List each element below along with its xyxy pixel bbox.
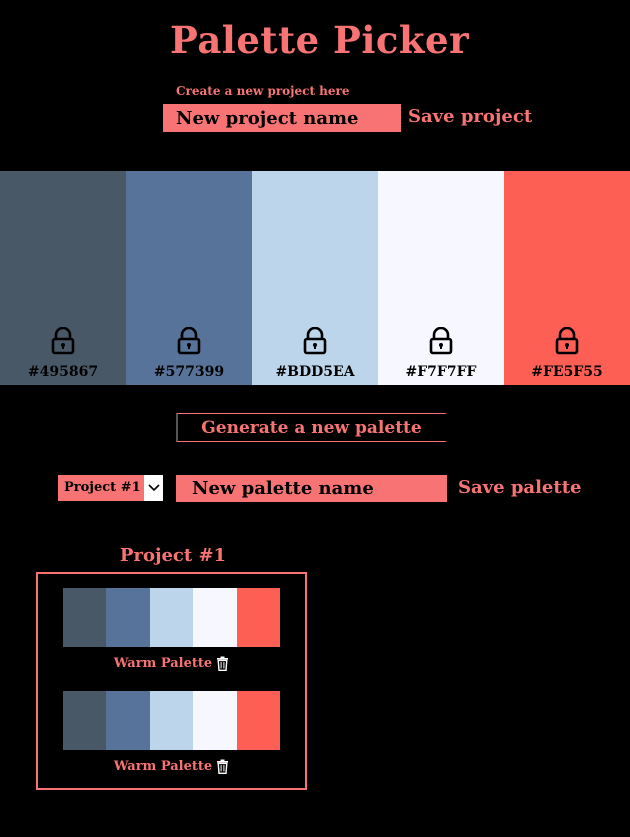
project-hint: Create a new project here <box>176 84 350 98</box>
mini-swatch <box>106 691 150 750</box>
palette-name-input[interactable] <box>176 475 447 502</box>
mini-palette[interactable] <box>63 691 281 750</box>
hex-code: #FE5F55 <box>531 364 603 380</box>
mini-palette[interactable] <box>63 588 281 647</box>
save-palette-button[interactable]: Save palette <box>458 477 582 498</box>
color-swatch: #BDD5EA <box>252 171 378 385</box>
page-title: Palette Picker <box>170 18 470 62</box>
mini-swatch <box>236 588 281 647</box>
generate-palette-button[interactable]: Generate a new palette <box>176 413 447 442</box>
saved-palette: Warm Palette <box>63 691 281 774</box>
hex-code: #495867 <box>27 364 99 380</box>
color-swatch: #495867 <box>0 171 126 385</box>
color-swatch: #FE5F55 <box>504 171 630 385</box>
project-title: Project #1 <box>119 545 227 566</box>
lock-icon[interactable] <box>177 327 201 355</box>
saved-palette: Warm Palette <box>63 588 281 671</box>
mini-swatch <box>106 588 150 647</box>
mini-swatch <box>149 588 194 647</box>
hex-code: #F7F7FF <box>405 364 477 380</box>
trash-icon[interactable] <box>216 759 229 774</box>
mini-swatch <box>149 691 194 750</box>
project-select-value: Project #1 <box>64 480 141 495</box>
mini-swatch <box>193 588 237 647</box>
mini-swatch <box>236 691 281 750</box>
lock-icon[interactable] <box>51 327 75 355</box>
lock-icon[interactable] <box>429 327 453 355</box>
hex-code: #577399 <box>153 364 225 380</box>
saved-palette-name: Warm Palette <box>113 759 213 774</box>
chevron-down-icon[interactable] <box>144 475 163 501</box>
color-swatch: #577399 <box>126 171 252 385</box>
trash-icon[interactable] <box>216 656 229 671</box>
hex-code: #BDD5EA <box>275 364 355 380</box>
project-name-input[interactable] <box>163 104 401 132</box>
mini-swatch <box>63 691 107 750</box>
save-project-button[interactable]: Save project <box>408 106 533 127</box>
project-card: Warm Palette Warm Palette <box>36 572 307 790</box>
color-swatch: #F7F7FF <box>378 171 504 385</box>
color-palette: #495867 #577399 #BDD5EA #F7F7FF <box>0 171 630 385</box>
lock-icon[interactable] <box>303 327 327 355</box>
lock-icon[interactable] <box>555 327 579 355</box>
project-select[interactable]: Project #1 <box>58 475 163 501</box>
saved-palette-name: Warm Palette <box>113 656 213 671</box>
mini-swatch <box>63 588 107 647</box>
mini-swatch <box>193 691 237 750</box>
